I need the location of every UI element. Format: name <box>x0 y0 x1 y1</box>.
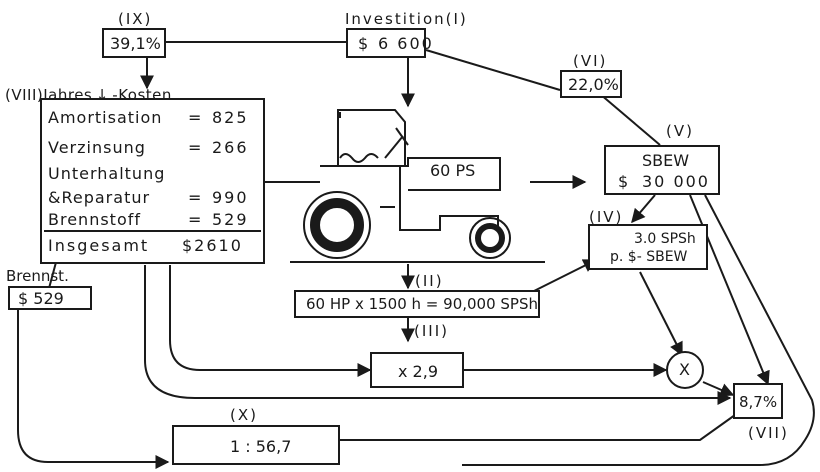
sbew-symbol: $ <box>618 174 628 190</box>
cost-total-value: $2610 <box>182 236 243 255</box>
sbew-title: SBEW <box>642 153 689 169</box>
investition-value: 6 600 <box>378 36 434 52</box>
label-iii: (III) <box>414 322 449 340</box>
sbew-value: 30 000 <box>642 174 710 190</box>
label-x: (X) <box>230 406 258 424</box>
ix-value: 39,1% <box>110 36 161 52</box>
multiply-symbol: X <box>679 362 690 378</box>
cost-row-eq: = <box>188 210 202 229</box>
line-vi-sbew <box>600 94 660 145</box>
cost-total-label: Insgesamt <box>48 236 149 255</box>
tractor-label-area: 60 PS <box>408 158 500 188</box>
cost-row-value: 825 <box>212 108 249 127</box>
cost-row-label: &Reparatur <box>48 188 150 207</box>
cost-row-eq: = <box>188 108 202 127</box>
cost-divider <box>44 230 261 232</box>
label-investition: Investition(I) <box>345 10 468 28</box>
iii-factor: x 2,9 <box>398 364 438 380</box>
cost-row-label: Unterhaltung <box>48 164 165 183</box>
line-vii-x <box>340 415 735 440</box>
cost-row-label: Brennstoff <box>48 210 141 229</box>
vii-value: 8,7% <box>739 395 777 410</box>
cost-row-eq: = <box>188 138 202 157</box>
ii-formula: 60 HP x 1500 h = 90,000 SPSh <box>306 297 538 312</box>
box-brennst: $ 529 <box>8 286 92 310</box>
cost-row-value: 529 <box>212 210 249 229</box>
label-ix: (IX) <box>118 10 152 28</box>
box-iv: 3.0 SPSh p. $- SBEW <box>588 224 708 270</box>
x-ratio: 1 : 56,7 <box>230 439 291 455</box>
tractor-label: 60 PS <box>430 163 475 179</box>
label-brennst: Brennst. <box>6 267 69 285</box>
box-jahreskosten: Amortisation = 825 Verzinsung = 266 Unte… <box>40 98 265 264</box>
label-vii: (VII) <box>748 424 789 442</box>
vi-value: 22,0% <box>568 77 619 93</box>
cost-row-value: 266 <box>212 138 249 157</box>
box-ix: 39,1% <box>102 28 166 58</box>
box-sbew: SBEW $ 30 000 <box>604 145 720 195</box>
cost-row-value: 990 <box>212 188 249 207</box>
label-vi: (VI) <box>573 52 607 70</box>
iv-line1: 3.0 SPSh <box>634 232 696 246</box>
arrow-sbew-iv <box>632 195 655 222</box>
cost-row-eq: = <box>188 188 202 207</box>
box-vii: 8,7% <box>733 383 783 419</box>
cost-row-label: Amortisation <box>48 108 162 127</box>
arrow-multiply-vii <box>703 382 733 395</box>
cost-row-label: Verzinsung <box>48 138 146 157</box>
box-x: 1 : 56,7 <box>172 425 340 465</box>
investition-symbol: $ <box>358 36 368 52</box>
line-investition-vi <box>426 50 560 90</box>
box-vi: 22,0% <box>560 70 622 98</box>
arrow-iv-multiply <box>640 272 682 355</box>
box-ii: 60 HP x 1500 h = 90,000 SPSh <box>294 290 540 318</box>
iv-line2: p. $- SBEW <box>610 250 687 264</box>
box-investition: $ 6 600 <box>346 28 426 58</box>
label-ii: (II) <box>415 272 444 290</box>
brennst-value: $ 529 <box>18 291 64 307</box>
label-v: (V) <box>666 122 694 140</box>
box-iii: x 2,9 <box>370 352 464 388</box>
